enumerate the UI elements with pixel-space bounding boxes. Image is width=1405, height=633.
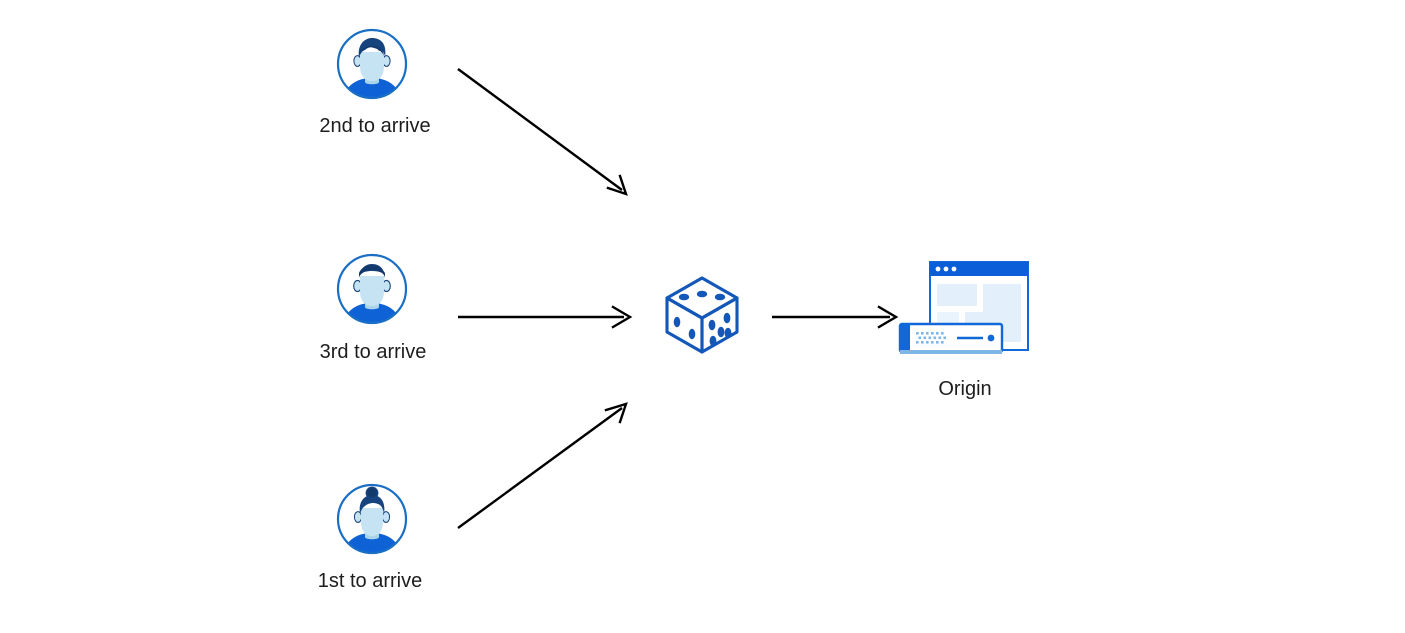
arrow-1st-to-dice <box>457 402 628 529</box>
label-client-2nd: 2nd to arrive <box>319 115 431 137</box>
origin-server-icon <box>898 261 1029 354</box>
node-client-2nd[interactable] <box>334 26 410 102</box>
node-client-1st[interactable] <box>334 481 410 557</box>
dice-icon <box>665 276 739 354</box>
server-device-icon <box>898 322 1004 354</box>
dice-pips-left <box>673 316 696 340</box>
dice-pips-top <box>678 290 726 301</box>
dice-pips-right <box>708 312 732 347</box>
server-vent-dots <box>916 332 947 344</box>
arrow-3rd-to-dice <box>458 305 633 329</box>
user-avatar-icon <box>336 28 408 100</box>
user-avatar-icon <box>336 483 408 555</box>
node-randomizer-dice[interactable] <box>659 272 745 358</box>
label-client-3rd: 3rd to arrive <box>319 341 427 363</box>
node-client-3rd[interactable] <box>334 251 410 327</box>
label-client-1st: 1st to arrive <box>317 570 423 592</box>
user-avatar-icon <box>336 253 408 325</box>
arrow-dice-to-origin <box>772 305 899 329</box>
node-origin-server[interactable] <box>897 258 1033 358</box>
label-origin-server: Origin <box>938 378 992 400</box>
